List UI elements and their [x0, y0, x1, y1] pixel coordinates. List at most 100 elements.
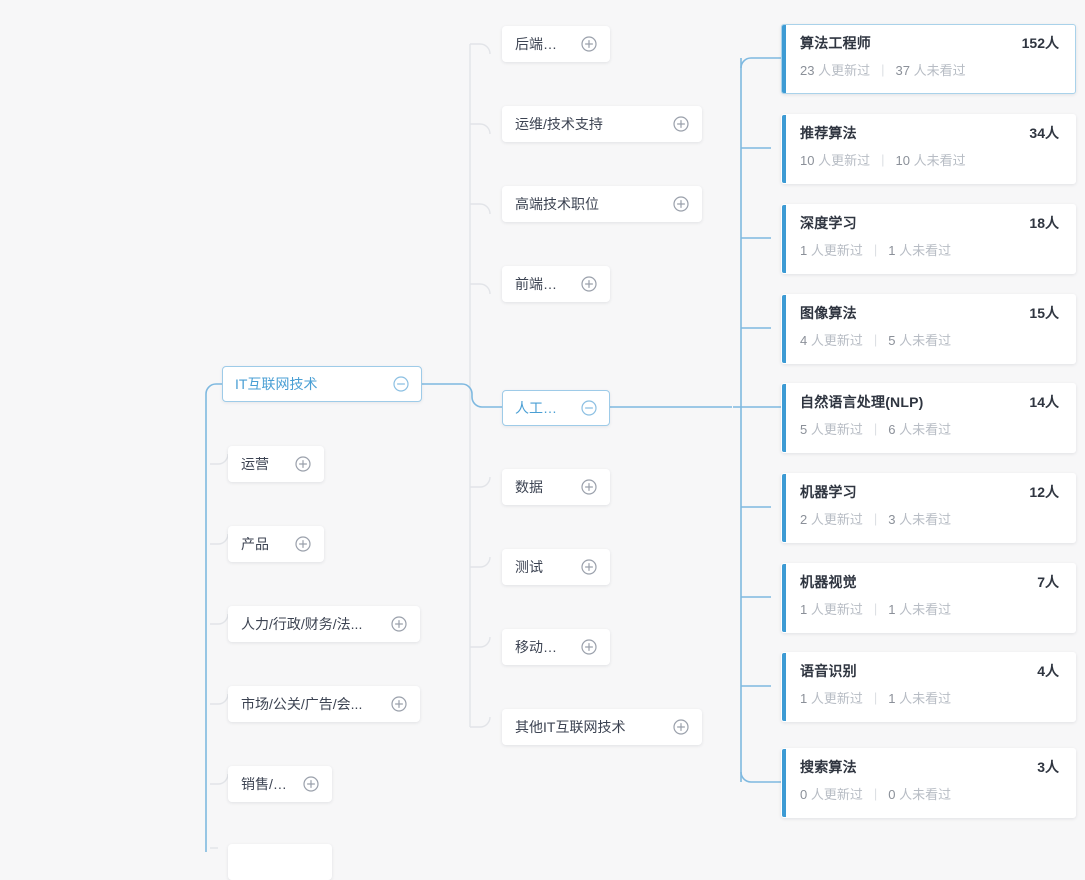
card-unseen-suffix: 人未看过 — [899, 787, 952, 803]
card-unseen-stat: 37 人未看过 — [895, 60, 965, 79]
card-unseen-stat: 6 人未看过 — [888, 419, 951, 438]
card-unseen-number: 6 — [888, 422, 900, 438]
card-unseen-stat: 1 人未看过 — [888, 599, 951, 618]
card-updated-suffix: 人更新过 — [810, 422, 863, 438]
mindmap-canvas: IT互联网技术 运营 产品 人力/行政/财务/法... — [205, 24, 1076, 852]
card-stat-separator: | — [873, 690, 878, 706]
plus-circle-icon[interactable] — [659, 196, 689, 212]
tree-node-ai[interactable]: 人工智能 — [502, 390, 610, 426]
card-unseen-stat: 1 人未看过 — [888, 240, 951, 259]
plus-circle-icon[interactable] — [377, 616, 407, 632]
plus-circle-icon[interactable] — [289, 776, 319, 792]
card-unseen-stat: 1 人未看过 — [888, 688, 951, 707]
card-count: 15人 — [1029, 305, 1059, 321]
detail-card-5[interactable]: 自然语言处理(NLP) 14人 5 人更新过 | 6 人未看过 — [781, 383, 1076, 453]
plus-circle-icon[interactable] — [567, 559, 597, 575]
card-updated-suffix: 人更新过 — [810, 602, 863, 618]
card-stat-separator: | — [873, 786, 878, 802]
card-updated-stat: 0 人更新过 — [800, 784, 863, 803]
tree-node-label: 市场/公关/广告/会... — [241, 697, 363, 711]
plus-circle-icon[interactable] — [281, 536, 311, 552]
card-unseen-number: 1 — [888, 691, 900, 707]
tree-node-backend[interactable]: 后端开发 — [502, 26, 610, 62]
card-accent-bar — [782, 205, 786, 273]
card-unseen-number: 1 — [888, 602, 900, 618]
tree-node-hr-admin-finance-legal[interactable]: 人力/行政/财务/法... — [228, 606, 420, 642]
card-updated-suffix: 人更新过 — [810, 787, 863, 803]
card-unseen-suffix: 人未看过 — [899, 691, 952, 707]
card-unseen-number: 37 — [895, 63, 914, 79]
card-title: 自然语言处理(NLP) — [800, 394, 924, 410]
card-count: 4人 — [1037, 663, 1059, 679]
tree-node-label: 运维/技术支持 — [515, 117, 603, 131]
tree-node-data[interactable]: 数据 — [502, 469, 610, 505]
card-accent-bar — [782, 115, 786, 183]
card-stat-separator: | — [873, 242, 878, 258]
card-accent-bar — [782, 653, 786, 721]
card-unseen-stat: 0 人未看过 — [888, 784, 951, 803]
tree-node-label: 人工智能 — [515, 401, 567, 415]
tree-node-mobile[interactable]: 移动开发 — [502, 629, 610, 665]
tree-node-label: 前端开发 — [515, 277, 567, 291]
card-unseen-number: 10 — [895, 153, 914, 169]
detail-card-1[interactable]: 算法工程师 152人 23 人更新过 | 37 人未看过 — [781, 24, 1076, 94]
detail-card-4[interactable]: 图像算法 15人 4 人更新过 | 5 人未看过 — [781, 294, 1076, 364]
plus-circle-icon[interactable] — [567, 639, 597, 655]
card-updated-number: 5 — [800, 422, 811, 438]
tree-node-label: 后端开发 — [515, 37, 567, 51]
plus-circle-icon[interactable] — [659, 719, 689, 735]
card-accent-bar — [782, 295, 786, 363]
card-title: 语音识别 — [800, 663, 857, 679]
card-unseen-stat: 3 人未看过 — [888, 509, 951, 528]
tree-node-devops-support[interactable]: 运维/技术支持 — [502, 106, 702, 142]
card-updated-number: 1 — [800, 691, 811, 707]
tree-node-frontend[interactable]: 前端开发 — [502, 266, 610, 302]
card-count: 152人 — [1021, 35, 1059, 51]
card-title: 图像算法 — [800, 305, 857, 321]
tree-node-chanpin[interactable]: 产品 — [228, 526, 324, 562]
detail-card-9[interactable]: 搜索算法 3人 0 人更新过 | 0 人未看过 — [781, 748, 1076, 818]
card-updated-stat: 10 人更新过 — [800, 150, 870, 169]
detail-card-7[interactable]: 机器视觉 7人 1 人更新过 | 1 人未看过 — [781, 563, 1076, 633]
card-unseen-number: 1 — [888, 243, 900, 259]
card-accent-bar — [782, 384, 786, 452]
detail-card-8[interactable]: 语音识别 4人 1 人更新过 | 1 人未看过 — [781, 652, 1076, 722]
minus-circle-icon[interactable] — [567, 400, 597, 416]
plus-circle-icon[interactable] — [567, 479, 597, 495]
card-count: 14人 — [1029, 394, 1059, 410]
plus-circle-icon[interactable] — [567, 36, 597, 52]
card-updated-suffix: 人更新过 — [810, 243, 863, 259]
card-unseen-suffix: 人未看过 — [899, 243, 952, 259]
card-updated-suffix: 人更新过 — [810, 333, 863, 349]
tree-node-yunying[interactable]: 运营 — [228, 446, 324, 482]
detail-card-2[interactable]: 推荐算法 34人 10 人更新过 | 10 人未看过 — [781, 114, 1076, 184]
card-unseen-suffix: 人未看过 — [913, 153, 966, 169]
tree-node-testing[interactable]: 测试 — [502, 549, 610, 585]
plus-circle-icon[interactable] — [281, 456, 311, 472]
card-unseen-stat: 10 人未看过 — [895, 150, 965, 169]
tree-node-senior-tech[interactable]: 高端技术职位 — [502, 186, 702, 222]
detail-card-3[interactable]: 深度学习 18人 1 人更新过 | 1 人未看过 — [781, 204, 1076, 274]
card-stat-separator: | — [881, 62, 885, 78]
card-count: 18人 — [1029, 215, 1059, 231]
tree-node-marketing-pr-ads[interactable]: 市场/公关/广告/会... — [228, 686, 420, 722]
minus-circle-icon[interactable] — [379, 376, 409, 392]
card-stat-separator: | — [881, 152, 885, 168]
card-unseen-number: 3 — [888, 512, 900, 528]
plus-circle-icon[interactable] — [659, 116, 689, 132]
card-stat-separator: | — [873, 332, 878, 348]
card-unseen-suffix: 人未看过 — [899, 602, 952, 618]
tree-node-root[interactable]: IT互联网技术 — [222, 366, 422, 402]
card-count: 7人 — [1037, 574, 1059, 590]
card-title: 机器学习 — [800, 484, 857, 500]
card-unseen-suffix: 人未看过 — [913, 63, 966, 79]
plus-circle-icon[interactable] — [567, 276, 597, 292]
card-updated-stat: 1 人更新过 — [800, 688, 863, 707]
tree-node-label: 测试 — [515, 560, 543, 574]
tree-node-sales-service[interactable]: 销售/客服 — [228, 766, 332, 802]
tree-node-other-it[interactable]: 其他IT互联网技术 — [502, 709, 702, 745]
tree-node-partial-bottom[interactable] — [228, 844, 332, 880]
tree-node-label: IT互联网技术 — [235, 377, 318, 391]
plus-circle-icon[interactable] — [377, 696, 407, 712]
detail-card-6[interactable]: 机器学习 12人 2 人更新过 | 3 人未看过 — [781, 473, 1076, 543]
